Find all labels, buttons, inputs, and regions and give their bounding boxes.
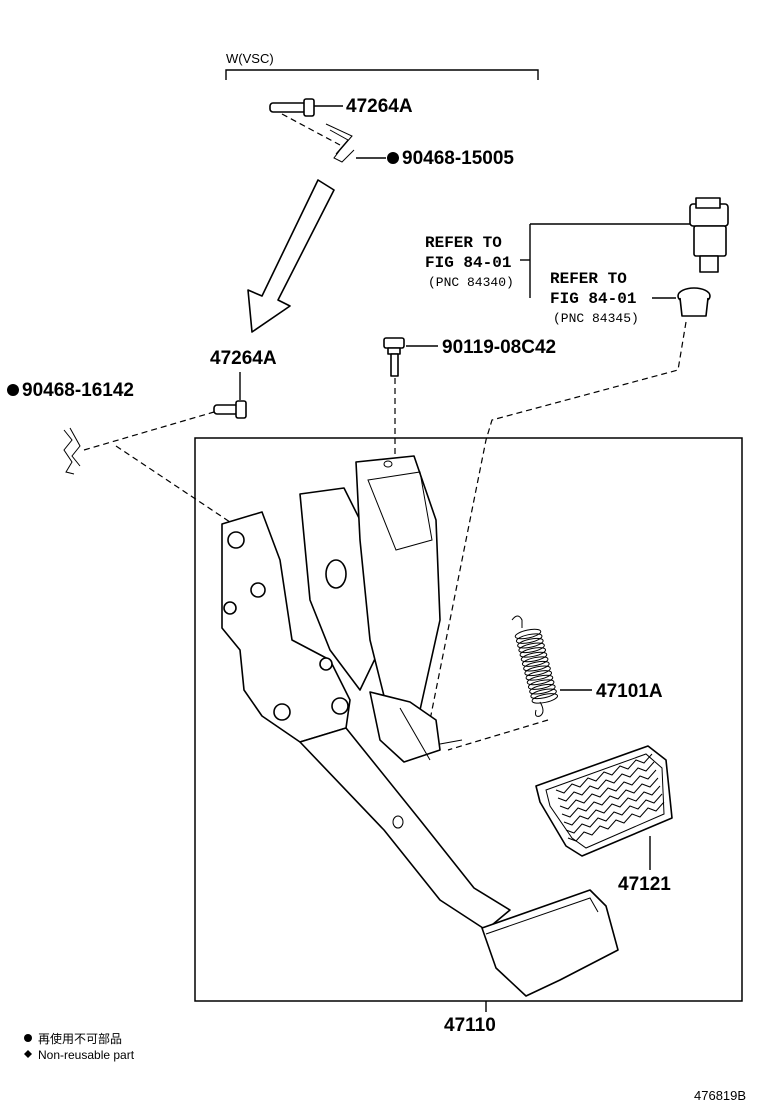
stop-lamp-switch: REFER TO FIG 84-01 (PNC 84340) <box>425 197 729 298</box>
pedal-bracket <box>221 511 351 743</box>
clip-upper: 90468-15005 <box>281 113 514 169</box>
part-47110: 47110 <box>444 1015 496 1036</box>
pedal-arm <box>299 727 511 931</box>
ref-cushion-pnc: (PNC 84345) <box>553 311 639 326</box>
part-47101a: 47101A <box>596 681 663 702</box>
ref-switch-pnc: (PNC 84340) <box>428 275 514 290</box>
legend-en: Non-reusable part <box>38 1048 135 1062</box>
legend-jp: 再使用不可部品 <box>38 1031 122 1046</box>
part-47264a-lower: 47264A <box>210 348 277 369</box>
pin-upper: 47264A <box>269 96 413 117</box>
ref-cushion-line2: FIG 84-01 <box>550 290 636 308</box>
detail-arrow <box>247 179 335 333</box>
ref-cushion-line1: REFER TO <box>550 270 627 288</box>
ref-switch-line1: REFER TO <box>425 234 502 252</box>
pin-lower: 47264A <box>210 348 277 419</box>
clip-lower: 90468-16142 <box>7 380 231 523</box>
legend: 再使用不可部品 Non-reusable part <box>24 1031 135 1062</box>
pedal-pad: 47121 <box>535 745 673 895</box>
assembly-frame <box>194 437 743 1002</box>
ref-switch-line2: FIG 84-01 <box>425 254 511 272</box>
return-spring: 47101A <box>447 615 663 751</box>
spring-bracket <box>369 691 463 763</box>
assembly-label: 47110 <box>444 1001 496 1036</box>
non-reusable-mark-upper <box>387 152 399 164</box>
group-label: W(VSC) <box>226 51 274 66</box>
figure-id: 476819B <box>694 1088 746 1103</box>
non-reusable-mark-lower <box>7 384 19 396</box>
part-47121: 47121 <box>618 874 671 895</box>
bolt: 90119-08C42 <box>383 337 556 462</box>
part-90119-08c42: 90119-08C42 <box>442 337 556 358</box>
part-90468-15005: 90468-15005 <box>402 148 514 169</box>
pedal-housing <box>299 455 441 721</box>
pedal-pad-mounted <box>481 889 619 997</box>
vsc-bracket: W(VSC) <box>225 51 539 80</box>
part-90468-16142: 90468-16142 <box>22 380 134 401</box>
part-47264a-upper: 47264A <box>346 96 413 117</box>
cushion: REFER TO FIG 84-01 (PNC 84345) <box>429 270 711 721</box>
